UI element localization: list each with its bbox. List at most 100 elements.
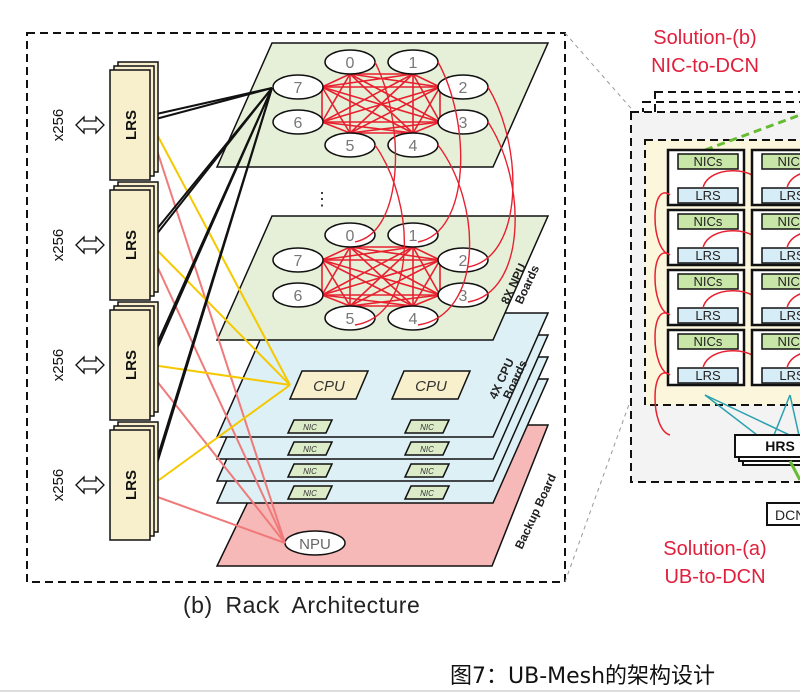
nics-box: [761, 273, 800, 290]
nic-dcn-link: [704, 113, 800, 152]
mesh-link: [654, 372, 671, 436]
hrs-link: [704, 394, 800, 441]
lrs-box: [677, 187, 739, 204]
mesh-link: [654, 192, 671, 256]
mesh-link: [321, 121, 351, 134]
nics-box: [761, 213, 800, 230]
mesh-link: [321, 121, 414, 134]
lrs-module: [109, 429, 151, 541]
npu-node-label: 5: [346, 311, 355, 328]
mesh-link: [321, 294, 414, 307]
mesh-link: [321, 259, 441, 296]
cpu-label: CPU: [415, 378, 447, 395]
cpu-link: [151, 364, 291, 386]
lrs-label: LRS: [695, 188, 721, 203]
npu-node-label: 3: [459, 288, 468, 305]
port-count-label: x256: [50, 229, 67, 262]
npu-node: [272, 282, 324, 308]
nic-label: NIC: [303, 489, 317, 498]
mesh-link: [321, 294, 351, 307]
lrs-label: LRS: [779, 248, 800, 263]
port-count-label: x256: [50, 349, 67, 382]
lrs-label: LRS: [123, 110, 140, 140]
lrs-box: [677, 367, 739, 384]
mesh-link: [321, 73, 414, 88]
lrs-label: LRS: [695, 248, 721, 263]
rack-caption: (b) Rack Architecture: [183, 592, 421, 618]
npu-node: [387, 222, 439, 248]
npu-node: [437, 247, 489, 273]
solution-b-label: Solution-(b) NIC-to-DCN: [615, 24, 795, 80]
mesh-link: [349, 246, 441, 261]
nic-label: NIC: [420, 489, 434, 498]
lrs-box: [761, 367, 800, 384]
mesh-link: [412, 73, 441, 123]
mesh-link: [321, 259, 351, 307]
nic-chip: [286, 485, 334, 500]
nic-chip: [403, 441, 451, 456]
dcn-label: DCN: [775, 507, 800, 523]
lrs-label: LRS: [123, 350, 140, 380]
inter-board-link: [354, 61, 397, 243]
port-count-label: x256: [50, 109, 67, 142]
lrs-box: [761, 187, 800, 204]
mesh-link: [412, 73, 441, 88]
nic-label: NIC: [420, 467, 434, 476]
npu-node: [272, 74, 324, 100]
npu-node: [324, 222, 376, 248]
double-arrow-icon: [75, 355, 105, 375]
npu-node: [272, 247, 324, 273]
lrs-label: LRS: [779, 368, 800, 383]
lrs-label: LRS: [695, 368, 721, 383]
npu-node-label: 0: [346, 55, 355, 72]
mesh-link: [321, 86, 441, 123]
lrs-module: [109, 69, 151, 181]
rack-boundary: [26, 32, 566, 583]
nics-label: NICs: [778, 214, 800, 229]
mesh-link: [412, 246, 441, 296]
mesh-link: [321, 246, 351, 296]
nic-label: NIC: [420, 445, 434, 454]
nics-label: NICs: [694, 274, 723, 289]
solution-a-label: Solution-(a) UB-to-DCN: [625, 535, 800, 591]
solution-a-title: Solution-(a): [663, 538, 767, 560]
mesh-link: [321, 259, 414, 307]
mesh-link: [349, 294, 441, 307]
npu-node-label: 3: [459, 115, 468, 132]
lrs-module: [109, 189, 151, 301]
cpu-label: CPU: [313, 378, 345, 395]
nics-label: NICs: [778, 154, 800, 169]
mesh-link: [412, 246, 441, 261]
mesh-link: [412, 294, 441, 307]
npu-link: [151, 87, 273, 481]
mesh-link: [321, 246, 414, 296]
solution-a-subtitle: UB-to-DCN: [664, 566, 766, 588]
nics-box: [761, 333, 800, 350]
ellipsis: ⋮: [313, 189, 331, 209]
mesh-link: [349, 121, 441, 134]
npu-node: [272, 109, 324, 135]
nic-chip: [403, 485, 451, 500]
lrs-box: [761, 307, 800, 324]
inter-board-link: [467, 86, 514, 268]
nic-chip: [286, 463, 334, 478]
nic-chip: [403, 463, 451, 478]
nic-chip: [403, 419, 451, 434]
npu-node-label: 4: [409, 311, 418, 328]
divider: [0, 690, 800, 692]
npu-node-label: 2: [459, 253, 468, 270]
mesh-link: [654, 252, 671, 316]
npu-node-label: 2: [459, 80, 468, 97]
nic-chip: [286, 441, 334, 456]
npu-node-label: 7: [294, 80, 303, 97]
npu-link: [151, 87, 273, 241]
nics-label: NICs: [694, 154, 723, 169]
nic-label: NIC: [303, 423, 317, 432]
mesh-link: [786, 353, 800, 369]
nics-box: [761, 153, 800, 170]
mesh-link: [321, 73, 351, 88]
inter-board-link: [417, 144, 471, 326]
npu-node-label: 1: [409, 55, 418, 72]
hrs-label: HRS: [765, 438, 795, 454]
